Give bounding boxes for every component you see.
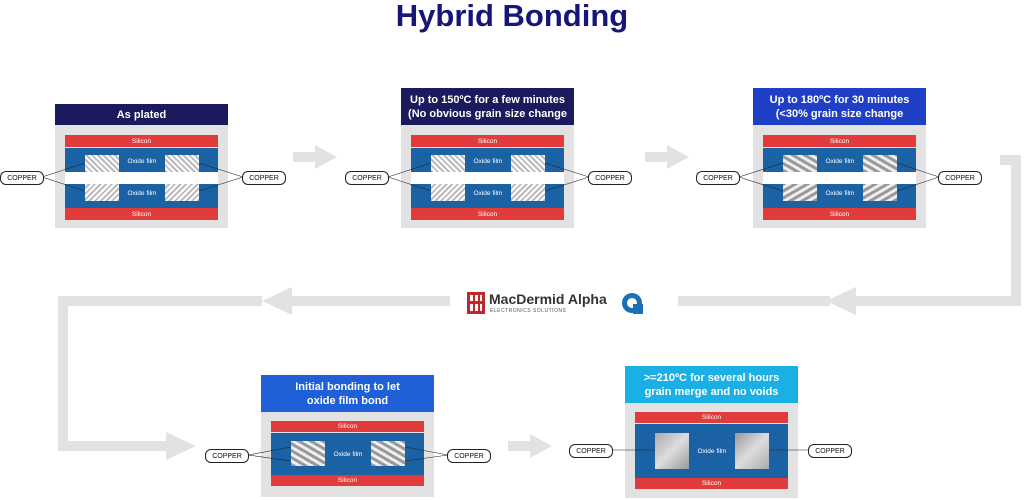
oxide-label-bottom: Oxide film	[473, 190, 503, 197]
stage-caption: Initial bonding to let oxide film bond	[261, 375, 434, 412]
stage-caption: As plated	[55, 104, 228, 125]
copper-pad-left	[291, 441, 325, 466]
silicon-layer-bottom: Silicon	[763, 208, 916, 220]
silicon-layer-bottom: Silicon	[411, 208, 564, 220]
copper-label: COPPER	[205, 449, 249, 463]
oxide-label-top: Oxide film	[473, 158, 503, 165]
bond-gap	[763, 172, 916, 184]
copper-label: COPPER	[808, 444, 852, 458]
stage-caption: >=210ºC for several hours grain merge an…	[625, 366, 798, 403]
copper-label: COPPER	[0, 171, 44, 185]
copper-label: COPPER	[242, 171, 286, 185]
copper-label: COPPER	[938, 171, 982, 185]
copper-pad-top-right	[511, 155, 545, 172]
copper-pad-top-left	[431, 155, 465, 172]
copper-label: COPPER	[588, 171, 632, 185]
copper-pad-bottom-left	[783, 184, 817, 201]
oxide-label: Oxide film	[333, 451, 363, 458]
stage-180c: Up to 180ºC for 30 minutes (<30% grain s…	[753, 88, 926, 228]
silicon-layer-top: Silicon	[65, 135, 218, 147]
oxide-label: Oxide film	[697, 448, 727, 455]
oxide-label-bottom: Oxide film	[825, 190, 855, 197]
logo-subtitle: ELECTRONICS SOLUTIONS	[490, 308, 567, 314]
silicon-layer-bottom: Silicon	[635, 478, 788, 489]
copper-pad-top-right	[165, 155, 199, 172]
loop-arrow-right-head	[826, 287, 856, 315]
stage-210c-merged: >=210ºC for several hours grain merge an…	[625, 366, 798, 498]
bond-gap	[65, 172, 218, 184]
copper-pad-right	[371, 441, 405, 466]
copper-label: COPPER	[447, 449, 491, 463]
copper-pad-bottom-right	[165, 184, 199, 201]
stage-150c: Up to 150ºC for a few minutes (No obviou…	[401, 88, 574, 228]
copper-pad-bottom-left	[85, 184, 119, 201]
oxide-label-bottom: Oxide film	[127, 190, 157, 197]
stage-caption: Up to 150ºC for a few minutes (No obviou…	[401, 88, 574, 125]
arrow-stage2-to-stage3	[645, 145, 689, 169]
logo-mark-icon	[467, 292, 643, 314]
stage-as-plated: As plated Silicon Silicon Oxide film Oxi…	[55, 104, 228, 228]
loop-arrow-left-body	[58, 296, 262, 451]
bond-gap	[411, 172, 564, 184]
copper-label: COPPER	[696, 171, 740, 185]
copper-pad-bottom-right	[863, 184, 897, 201]
arrow-stage1-to-stage2	[293, 145, 337, 169]
silicon-layer-top: Silicon	[635, 412, 788, 423]
copper-pad-left	[655, 433, 689, 469]
silicon-layer-top: Silicon	[411, 135, 564, 147]
macdermid-alpha-logo: MacDermid Alpha ELECTRONICS SOLUTIONS	[467, 290, 647, 318]
copper-pad-top-left	[85, 155, 119, 172]
silicon-layer-bottom: Silicon	[271, 475, 424, 486]
copper-pad-right	[735, 433, 769, 469]
copper-pad-bottom-right	[511, 184, 545, 201]
copper-pad-top-left	[783, 155, 817, 172]
loop-arrow-bottom-head	[166, 432, 196, 460]
stage-caption: Up to 180ºC for 30 minutes (<30% grain s…	[753, 88, 926, 125]
copper-label: COPPER	[569, 444, 613, 458]
loop-arrow-left-head	[262, 287, 292, 315]
copper-label: COPPER	[345, 171, 389, 185]
oxide-label-top: Oxide film	[825, 158, 855, 165]
copper-pad-bottom-left	[431, 184, 465, 201]
logo-wordmark: MacDermid Alpha	[489, 291, 607, 307]
arrow-stage4-to-stage5	[508, 434, 552, 458]
loop-arrow-left-top	[290, 296, 450, 306]
loop-arrow-top-right-segment	[678, 296, 830, 306]
silicon-layer-top: Silicon	[763, 135, 916, 147]
oxide-label-top: Oxide film	[127, 158, 157, 165]
diagram-title: Hybrid Bonding	[395, 0, 629, 33]
stage-initial-bonding: Initial bonding to let oxide film bond S…	[261, 375, 434, 497]
copper-pad-top-right	[863, 155, 897, 172]
silicon-layer-bottom: Silicon	[65, 208, 218, 220]
silicon-layer-top: Silicon	[271, 421, 424, 432]
